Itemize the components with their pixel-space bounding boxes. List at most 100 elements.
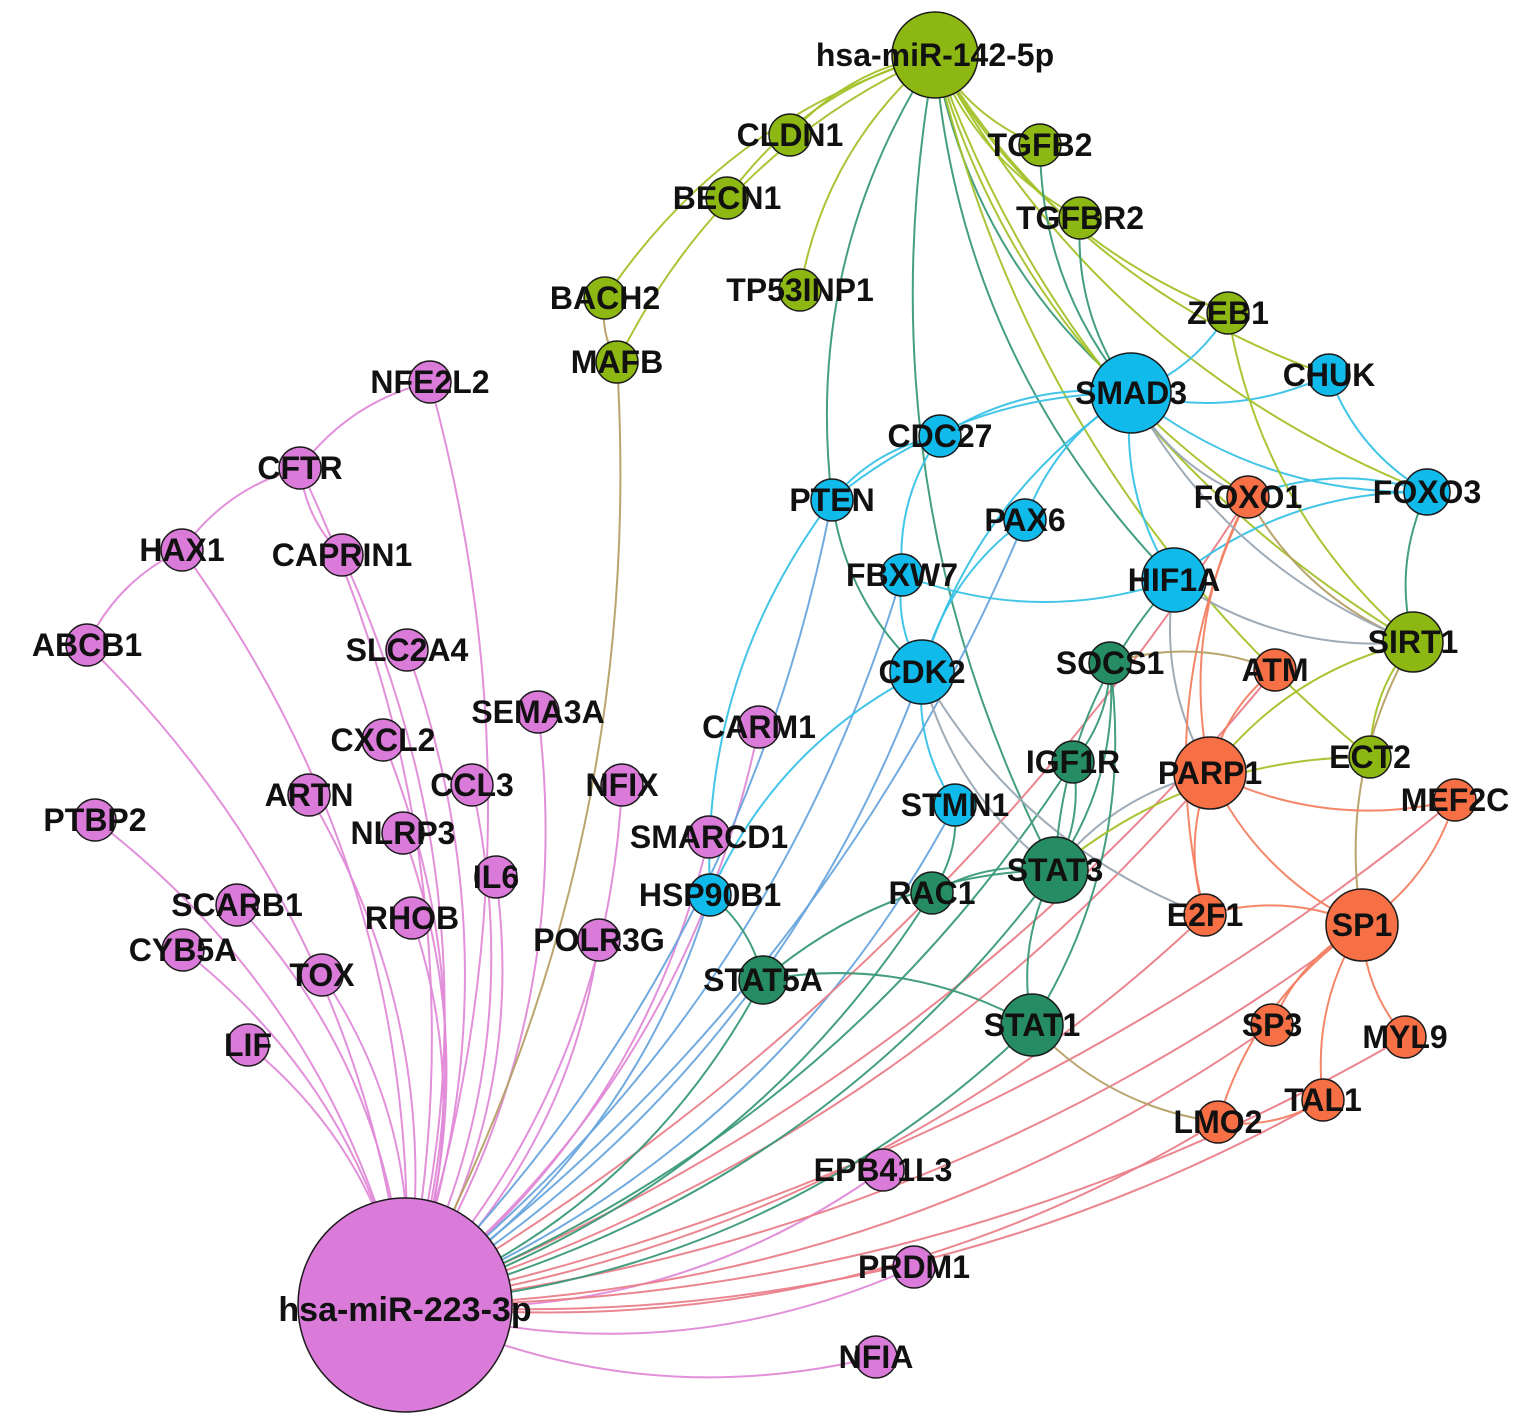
- node-tp53inp1[interactable]: [778, 268, 822, 312]
- edge-sirt1-sp1: [1354, 641, 1414, 926]
- node-stat1[interactable]: [1000, 993, 1064, 1057]
- node-slc2a4[interactable]: [385, 628, 429, 672]
- node-label-sp3: SP3: [1242, 1007, 1302, 1043]
- node-sirt1[interactable]: [1382, 611, 1444, 673]
- node-tgfbr2[interactable]: [1058, 196, 1102, 240]
- node-cdk2[interactable]: [889, 639, 955, 705]
- node-label-abcb1: ABCB1: [32, 627, 142, 663]
- node-label-nlrp3: NLRP3: [351, 815, 456, 851]
- node-smarcd1[interactable]: [687, 815, 731, 859]
- node-label-stat3: STAT3: [1007, 852, 1104, 888]
- node-label-epb41l3: EPB41L3: [814, 1152, 953, 1188]
- node-tgfb2[interactable]: [1018, 123, 1062, 167]
- edge-stat1-socs1: [1031, 662, 1117, 1026]
- node-label-polr3g: POLR3G: [533, 922, 665, 958]
- node-mir142[interactable]: [891, 11, 979, 99]
- node-pax6[interactable]: [1003, 498, 1047, 542]
- node-cldn1[interactable]: [768, 113, 812, 157]
- node-label-scarb1: SCARB1: [171, 887, 303, 923]
- node-fbxw7[interactable]: [880, 553, 924, 597]
- node-tal1[interactable]: [1301, 1078, 1345, 1122]
- node-stat3[interactable]: [1021, 836, 1089, 904]
- node-label-cdc27: CDC27: [888, 418, 993, 454]
- node-label-nfia: NFIA: [839, 1339, 914, 1375]
- node-ccl3[interactable]: [450, 763, 494, 807]
- node-chuk[interactable]: [1307, 353, 1351, 397]
- node-myl9[interactable]: [1383, 1015, 1427, 1059]
- edge-smad3-sirt1: [1130, 392, 1414, 643]
- node-hsp90b1[interactable]: [688, 873, 732, 917]
- node-il6[interactable]: [474, 855, 518, 899]
- node-cyb5a[interactable]: [161, 928, 205, 972]
- node-smad3[interactable]: [1090, 352, 1172, 434]
- node-rhob[interactable]: [390, 896, 434, 940]
- node-zeb1[interactable]: [1206, 291, 1250, 335]
- node-label-mir223: hsa-miR-223-3p: [278, 1291, 531, 1329]
- node-foxo3[interactable]: [1403, 468, 1451, 516]
- node-socs1[interactable]: [1088, 641, 1132, 685]
- edge-mir223-atm: [404, 669, 1276, 1306]
- node-label-cxcl2: CXCL2: [331, 722, 436, 758]
- node-hif1a[interactable]: [1141, 547, 1207, 613]
- node-foxo1[interactable]: [1226, 475, 1270, 519]
- node-artn[interactable]: [287, 773, 331, 817]
- edge-hif1a-sirt1: [1173, 579, 1414, 645]
- node-stat5a[interactable]: [738, 955, 788, 1005]
- edge-mir223-tal1: [404, 1099, 1324, 1311]
- node-label-caprin1: CAPRIN1: [272, 537, 412, 573]
- node-atm[interactable]: [1253, 648, 1297, 692]
- edge-foxo1-e2f1: [1184, 496, 1249, 916]
- node-scarb1[interactable]: [215, 883, 259, 927]
- node-lmo2[interactable]: [1196, 1100, 1240, 1144]
- edge-mir223-abcb1: [86, 644, 406, 1306]
- label-layer: hsa-miR-223-3phsa-miR-142-5pCLDN1BECN1TG…: [32, 37, 1509, 1375]
- node-becn1[interactable]: [705, 176, 749, 220]
- edge-mir223-stat3: [404, 869, 1056, 1306]
- node-epb41l3[interactable]: [861, 1148, 905, 1192]
- node-label-carm1: CARM1: [702, 709, 816, 745]
- node-mef2c[interactable]: [1433, 778, 1477, 822]
- node-hax1[interactable]: [160, 528, 204, 572]
- node-rac1[interactable]: [910, 871, 954, 915]
- node-caprin1[interactable]: [320, 533, 364, 577]
- node-mafb[interactable]: [595, 340, 639, 384]
- node-label-nfe2l2: NFE2L2: [370, 364, 489, 400]
- node-label-tgfbr2: TGFBR2: [1016, 200, 1144, 236]
- node-sema3a[interactable]: [516, 690, 560, 734]
- edge-hif1a-stat3: [1054, 579, 1175, 871]
- node-e2f1[interactable]: [1183, 893, 1227, 937]
- node-sp1[interactable]: [1325, 888, 1399, 962]
- node-label-hax1: HAX1: [139, 532, 224, 568]
- edge-mir223-myl9: [404, 1036, 1406, 1307]
- node-label-becn1: BECN1: [673, 180, 781, 216]
- node-cdc27[interactable]: [918, 414, 962, 458]
- node-ect2[interactable]: [1348, 735, 1392, 779]
- node-stmn1[interactable]: [933, 783, 977, 827]
- node-cxcl2[interactable]: [361, 718, 405, 762]
- node-label-parp1: PARP1: [1158, 755, 1262, 791]
- node-label-rhob: RHOB: [365, 900, 459, 936]
- node-polr3g[interactable]: [577, 918, 621, 962]
- node-carm1[interactable]: [737, 705, 781, 749]
- edge-mir142-bach2: [604, 54, 936, 299]
- node-parp1[interactable]: [1173, 736, 1247, 810]
- node-bach2[interactable]: [583, 276, 627, 320]
- node-igf1r[interactable]: [1051, 740, 1095, 784]
- node-abcb1[interactable]: [65, 623, 109, 667]
- node-nfe2l2[interactable]: [408, 360, 452, 404]
- node-prdm1[interactable]: [892, 1245, 936, 1289]
- edge-stat1-stat5a: [762, 972, 1033, 1026]
- node-cftr[interactable]: [278, 446, 322, 490]
- node-sp3[interactable]: [1250, 1003, 1294, 1047]
- node-label-ptbp2: PTBP2: [43, 802, 146, 838]
- node-lif[interactable]: [226, 1023, 270, 1067]
- node-pten[interactable]: [810, 478, 854, 522]
- node-nfia[interactable]: [854, 1335, 898, 1379]
- node-ptbp2[interactable]: [73, 798, 117, 842]
- node-tox[interactable]: [300, 953, 344, 997]
- node-mir223[interactable]: [297, 1197, 513, 1413]
- edge-mir223-e2f1: [404, 914, 1206, 1306]
- node-label-slc2a4: SLC2A4: [346, 632, 469, 668]
- node-nfix[interactable]: [600, 763, 644, 807]
- node-nlrp3[interactable]: [381, 811, 425, 855]
